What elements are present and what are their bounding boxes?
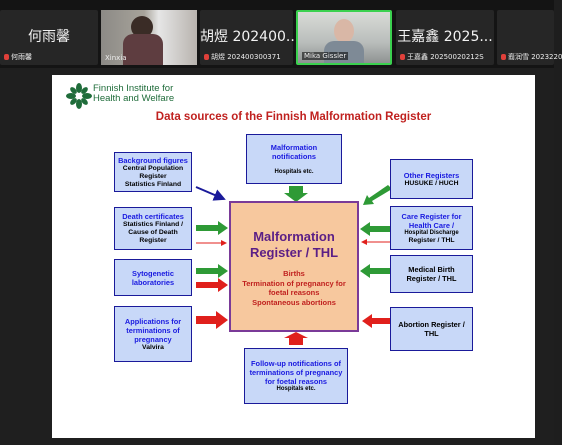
box-followup-notifications: Follow-up notifications of terminations … [244, 348, 348, 404]
logo-text: Finnish Institute for Health and Welfare [93, 83, 175, 104]
participant-name-label: 王嘉鑫 20250020212S [400, 52, 484, 62]
box-sytogenetic-laboratories: Sytogenetic laboratories [114, 259, 192, 296]
shared-screen-slide: Finnish Institute for Health and Welfare… [52, 75, 535, 438]
mic-muted-icon [400, 54, 405, 60]
participant-name-label: 何雨馨 [4, 52, 32, 62]
arrow-birth-green [360, 264, 390, 278]
arrow-sytogenetic-green [196, 264, 228, 278]
box-death-certificates: Death certificates Statistics Finland / … [114, 207, 192, 250]
arrow-followup-red [284, 332, 308, 345]
thl-logo-icon [66, 83, 92, 109]
participant-display-name: 何雨馨 [28, 29, 70, 45]
person-body-shape [123, 34, 163, 65]
arrow-applications-red [196, 311, 228, 329]
box-abortion-register: Abortion Register / THL [390, 307, 473, 351]
box-background-figures: Background figures Central Population Re… [114, 152, 192, 192]
participant-display-name: 胡煜 202400... [200, 29, 300, 45]
arrow-other-green [363, 185, 392, 205]
person-head-shape [334, 19, 354, 43]
mic-muted-icon [501, 54, 506, 60]
arrow-care-green [360, 222, 390, 236]
arrow-sytogenetic-red [196, 278, 228, 292]
arrow-notifications-green [284, 186, 308, 202]
box-medical-birth-register: Medical Birth Register / THL [390, 255, 473, 293]
mic-muted-icon [4, 54, 9, 60]
participant-display-name: 王嘉鑫 2025... [397, 29, 493, 45]
participant-tile[interactable]: 裔润雪 2023220 [497, 10, 562, 65]
participant-tile[interactable]: 王嘉鑫 2025... 王嘉鑫 20250020212S [396, 10, 494, 65]
participant-name-label: 胡煜 202400300371 [204, 52, 281, 62]
box-care-register: Care Register for Health Care / Hospital… [390, 206, 473, 250]
participant-tile[interactable]: 何雨馨 何雨馨 [0, 10, 98, 65]
person-head-shape [131, 16, 153, 38]
malformation-register-center: Malformation Register / THL Births Termi… [229, 201, 359, 332]
box-other-registers: Other Registers HUSUKE / HUCH [390, 159, 473, 199]
participant-name-label: Mika Gissler [302, 52, 349, 60]
participant-name-label: 裔润雪 2023220 [501, 52, 562, 62]
arrow-abortion-red [362, 314, 390, 328]
flow-arrows [195, 185, 392, 345]
mic-muted-icon [204, 54, 209, 60]
arrow-death-green [196, 221, 228, 235]
slide-title: Data sources of the Finnish Malformation… [155, 111, 432, 123]
participant-name-label: Xinxia [105, 54, 127, 62]
arrow-background [195, 186, 226, 201]
participant-tile[interactable]: 胡煜 202400... 胡煜 202400300371 [200, 10, 300, 65]
participant-strip: 何雨馨 何雨馨 Xinxia 胡煜 202400... 胡煜 202400300… [0, 0, 562, 68]
participant-tile-video[interactable]: Xinxia [101, 10, 197, 65]
box-applications-terminations: Applications for terminations of pregnan… [114, 306, 192, 362]
participant-tile-active-speaker[interactable]: Mika Gissler [296, 10, 392, 65]
box-malformation-notifications: Malformation notifications Hospitals etc… [246, 134, 342, 184]
